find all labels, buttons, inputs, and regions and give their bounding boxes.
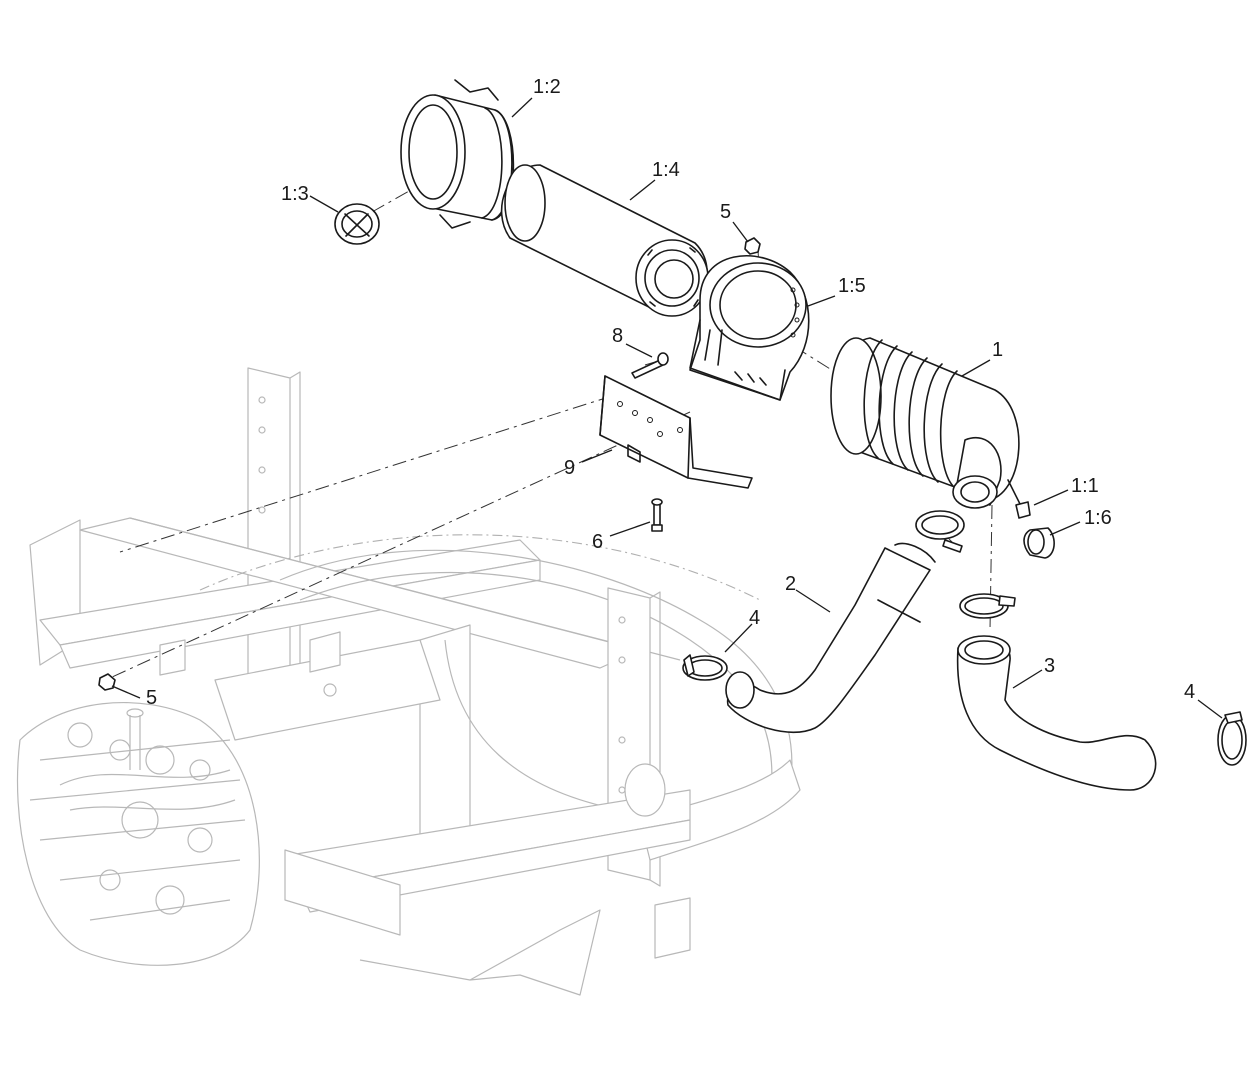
leader-lines	[111, 97, 1223, 719]
part-hose-clamp-right	[1217, 711, 1247, 766]
callout-4-right: 4	[1184, 681, 1195, 703]
callout-5-bottom: 5	[146, 687, 157, 709]
callout-9: 9	[564, 457, 575, 479]
callout-1-3: 1:3	[281, 183, 309, 205]
part-evacuator-valve	[1023, 527, 1055, 559]
part-end-cap	[400, 79, 515, 229]
part-valve-adapter	[1007, 479, 1031, 519]
part-filter-element	[500, 164, 709, 317]
callout-5-top: 5	[720, 201, 731, 223]
callout-4-left: 4	[749, 607, 760, 629]
callout-1-6: 1:6	[1084, 507, 1112, 529]
engine-ghost	[16, 701, 260, 966]
part-air-cleaner-body	[830, 337, 1020, 509]
mower-frame-ghost	[29, 367, 801, 996]
part-bolt-lower	[651, 498, 663, 532]
part-outlet-clamp	[915, 510, 965, 553]
callout-1: 1	[992, 339, 1003, 361]
part-valve-ring	[334, 203, 380, 245]
callout-3: 3	[1044, 655, 1055, 677]
part-mounting-plate	[599, 375, 753, 489]
callout-2: 2	[785, 573, 796, 595]
callout-1-4: 1:4	[652, 159, 680, 181]
part-nut-bottom	[98, 673, 116, 691]
callout-1-1: 1:1	[1071, 475, 1099, 497]
part-bolt	[631, 352, 669, 379]
callout-8: 8	[612, 325, 623, 347]
callout-labels: 1:2 1:3 1:4 5 1:5 8 1 9 1:1 1:6 6 2 4 3 …	[146, 76, 1195, 709]
part-hose-clamp-mid	[959, 593, 1016, 619]
part-outlet-hose	[956, 635, 1157, 791]
callout-6: 6	[592, 531, 603, 553]
part-nut-top	[744, 237, 761, 255]
part-mounting-band	[689, 254, 810, 401]
part-hose-clamp-left	[682, 654, 728, 681]
part-intake-hose	[725, 542, 936, 734]
callout-1-5: 1:5	[838, 275, 866, 297]
callout-1-2: 1:2	[533, 76, 561, 98]
